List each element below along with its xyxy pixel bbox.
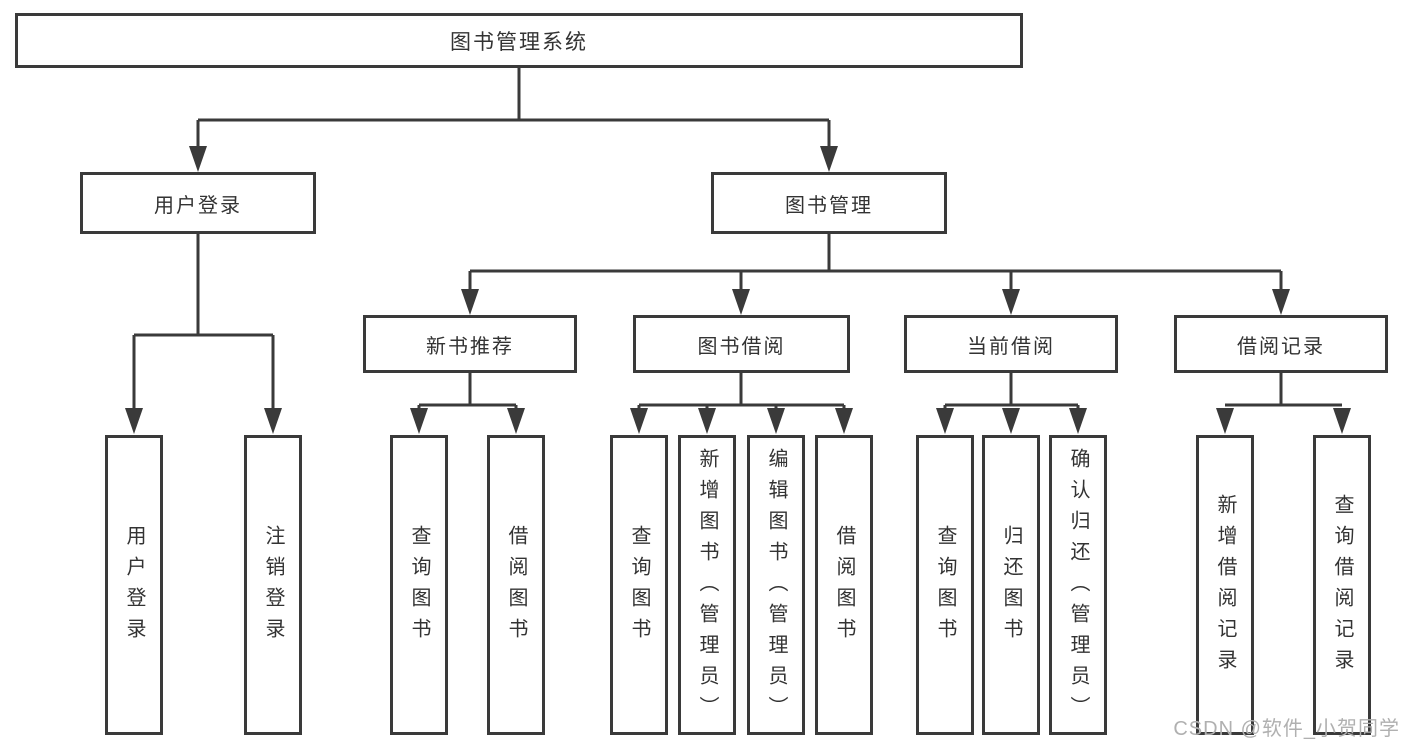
node-user-login-branch: 用户登录 bbox=[80, 172, 316, 234]
leaf-query-borrow-record: 查询借阅记录 bbox=[1313, 435, 1371, 735]
leaf-confirm-return-admin: 确认归还（管理员） bbox=[1049, 435, 1107, 735]
leaf-return-book: 归还图书 bbox=[982, 435, 1040, 735]
leaf-edit-book-admin: 编辑图书（管理员） bbox=[747, 435, 805, 735]
leaf-query-book-borrowing: 查询图书 bbox=[610, 435, 668, 735]
csdn-watermark: CSDN @软件_小贺同学 bbox=[1173, 718, 1400, 740]
leaf-user-login: 用户登录 bbox=[105, 435, 163, 735]
leaf-query-book-recommend: 查询图书 bbox=[390, 435, 448, 735]
node-current-borrowing: 当前借阅 bbox=[904, 315, 1118, 373]
leaf-borrow-book: 借阅图书 bbox=[815, 435, 873, 735]
leaf-logout: 注销登录 bbox=[244, 435, 302, 735]
node-library-management-system: 图书管理系统 bbox=[15, 13, 1023, 68]
node-borrowing-records: 借阅记录 bbox=[1174, 315, 1388, 373]
node-book-management-branch: 图书管理 bbox=[711, 172, 947, 234]
node-new-book-recommend: 新书推荐 bbox=[363, 315, 577, 373]
node-book-borrowing: 图书借阅 bbox=[633, 315, 850, 373]
leaf-borrow-book-recommend: 借阅图书 bbox=[487, 435, 545, 735]
leaf-add-book-admin: 新增图书（管理员） bbox=[678, 435, 736, 735]
leaf-add-borrow-record: 新增借阅记录 bbox=[1196, 435, 1254, 735]
leaf-query-book-current: 查询图书 bbox=[916, 435, 974, 735]
